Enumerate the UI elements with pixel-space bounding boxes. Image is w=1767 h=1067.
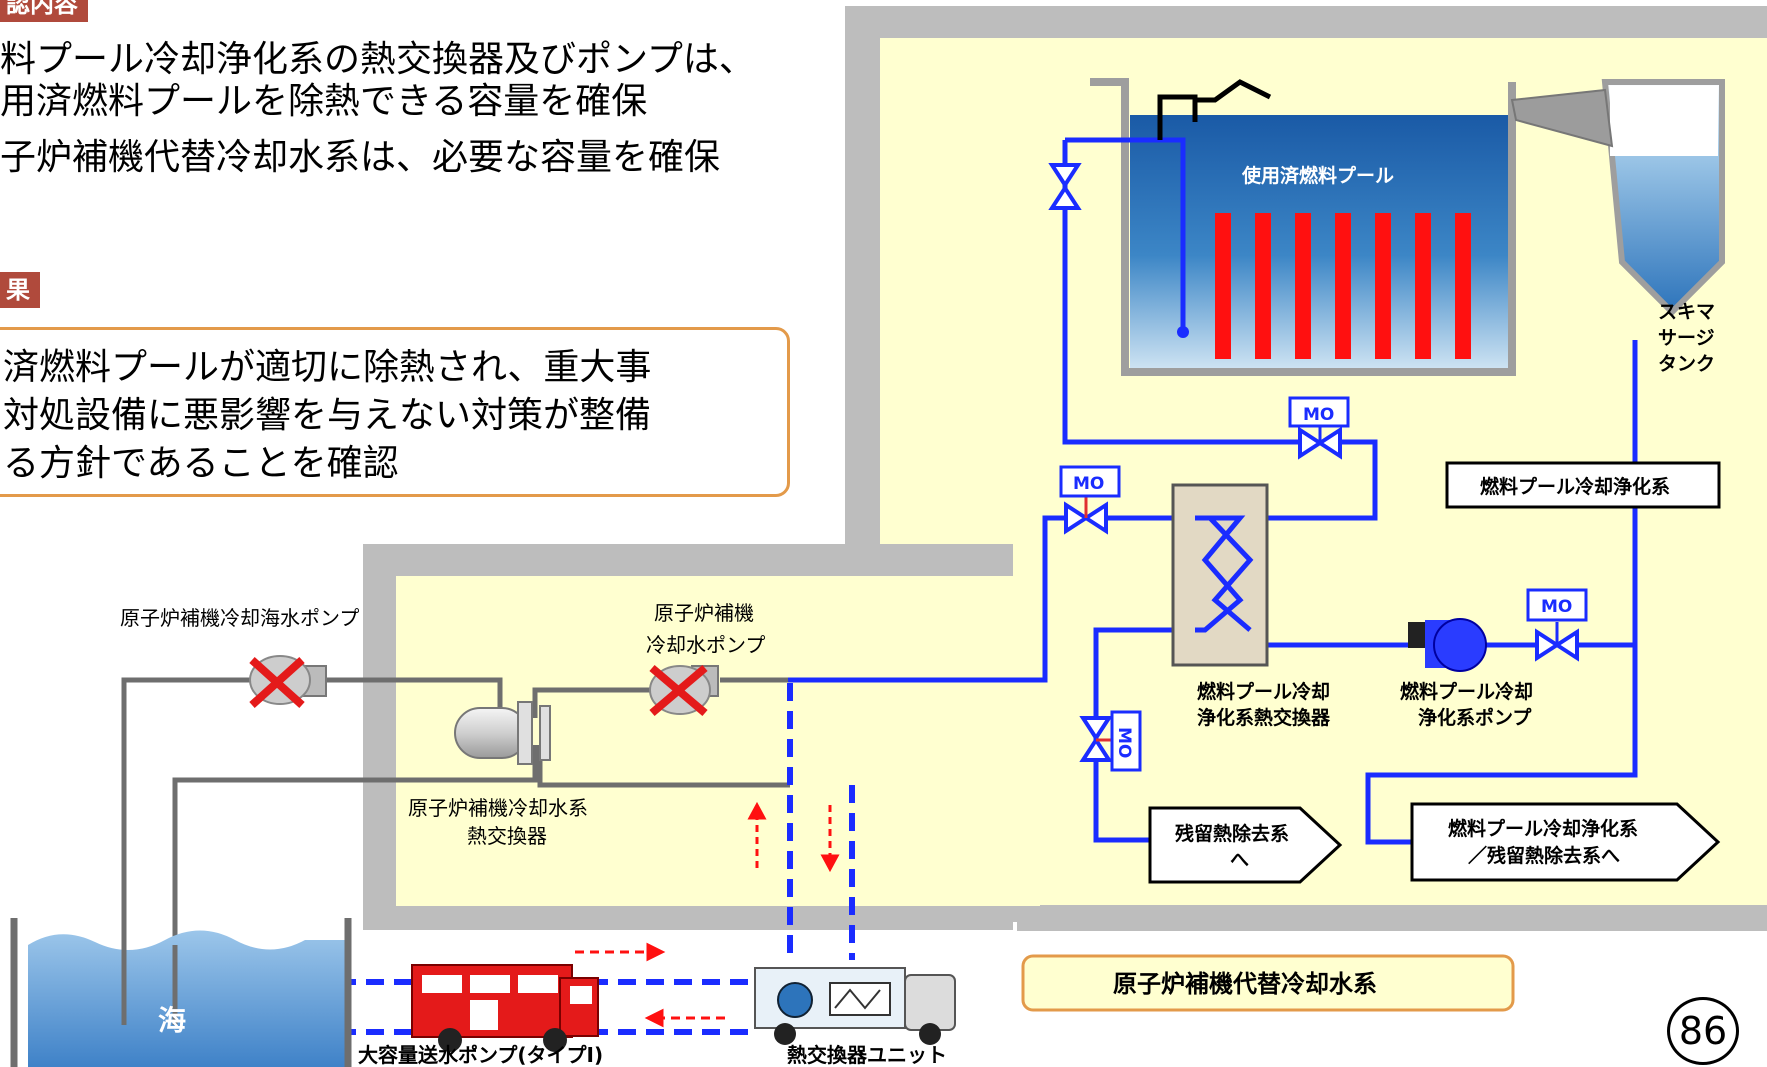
mo-valve-pump-discharge: MO — [1526, 588, 1588, 662]
fpc-hx-label-2: 浄化系熱交換器 — [1197, 706, 1331, 729]
fpc-rhr-outflow-arrow: 燃料プール冷却浄化系 ／残留熱除去系へ — [1410, 802, 1721, 882]
result-tag: 果 — [0, 272, 40, 308]
fpc-heat-exchanger — [1171, 483, 1269, 667]
bullet-line-3: 子炉補機代替冷却水系は、必要な容量を確保 — [0, 137, 721, 178]
alt-cooling-box — [1021, 954, 1515, 1012]
rhr-arrow-label-2: へ — [1230, 849, 1249, 871]
skimmer-label-3: タンク — [1658, 353, 1715, 375]
fuel-rod — [1295, 213, 1311, 359]
sea: 海 — [10, 918, 352, 1067]
skimmer-label-2: サージ — [1658, 327, 1715, 349]
fpc-hx-label-1: 燃料プール冷却 — [1197, 680, 1330, 703]
mo-label: MO — [1541, 597, 1572, 617]
fuel-rod — [1415, 213, 1431, 359]
fpc-system-label: 燃料プール冷却浄化系 — [1480, 475, 1670, 498]
fpc-pump — [1408, 618, 1487, 672]
seawater-pump-disabled — [249, 655, 327, 708]
result-box: 済燃料プールが適切に除熱され、重大事 対処設備に悪影響を与えない対策が整備 る方… — [0, 327, 790, 497]
sea-label: 海 — [158, 1004, 186, 1037]
rhr-arrow-label-1: 残留熱除去系 — [1175, 822, 1289, 845]
mo-valve-rhr: MO — [1079, 710, 1142, 772]
page-number: 86 — [1667, 997, 1739, 1065]
flow-direction-arrows — [575, 801, 840, 1028]
fpc-pump-label-2: 浄化系ポンプ — [1418, 706, 1532, 729]
ccw-hx-label-1: 原子炉補機冷却水系 — [408, 796, 588, 820]
fpc-pump-label-1: 燃料プール冷却 — [1400, 680, 1533, 703]
mo-valve-hx-inlet: MO — [1059, 465, 1121, 535]
manual-valve-pool — [1048, 163, 1082, 210]
fuel-rod — [1455, 213, 1471, 359]
fpc-system-box — [1445, 461, 1721, 509]
ccw-hx-label-2: 熱交換器 — [467, 824, 547, 848]
fuel-rod — [1375, 213, 1391, 359]
mo-label: MO — [1303, 405, 1334, 425]
skimmer-surge-tank: スキマ サージ タンク — [1510, 79, 1725, 375]
mo-valve-bypass: MO — [1288, 396, 1350, 460]
fuel-rod — [1255, 213, 1271, 359]
pump-truck — [411, 964, 599, 1052]
ccw-heat-exchanger — [454, 701, 551, 765]
spent-fuel-pool: 使用済燃料プール — [1065, 78, 1516, 376]
pump-truck-label: 大容量送水ポンプ(タイプⅠ) — [358, 1043, 603, 1067]
result-line-2: 対処設備に悪影響を与えない対策が整備 — [3, 395, 652, 436]
bullet-line-2: 用済燃料プールを除熱できる容量を確保 — [0, 81, 648, 122]
ccw-pump-disabled — [649, 664, 719, 717]
hx-unit-label: 熱交換器ユニット — [787, 1043, 947, 1067]
ccw-pump-label-1: 原子炉補機 — [654, 601, 754, 625]
pool-label: 使用済燃料プール — [1241, 164, 1394, 187]
bullet-line-1: 料プール冷却浄化系の熱交換器及びポンプは、 — [0, 39, 755, 80]
ccw-pump-label-2: 冷却水ポンプ — [646, 633, 765, 657]
fuel-rod — [1335, 213, 1351, 359]
result-line-1: 済燃料プールが適切に除熱され、重大事 — [3, 347, 652, 388]
skimmer-label-1: スキマ — [1658, 301, 1715, 323]
confirmation-content-tag: 認内容 — [0, 0, 88, 22]
fpc-rhr-arrow-label-2: ／残留熱除去系へ — [1468, 844, 1620, 867]
mo-label: MO — [1073, 474, 1104, 494]
heat-exchanger-unit-truck — [754, 967, 956, 1045]
fuel-rod — [1215, 213, 1231, 359]
seawater-pump-label: 原子炉補機冷却海水ポンプ — [120, 606, 359, 630]
rhr-outflow-arrow: 残留熱除去系 へ — [1148, 806, 1343, 884]
fpc-rhr-arrow-label-1: 燃料プール冷却浄化系 — [1448, 817, 1638, 840]
mo-label: MO — [1114, 727, 1134, 758]
result-line-3: る方針であることを確認 — [3, 443, 399, 484]
alt-cooling-label: 原子炉補機代替冷却水系 — [1113, 970, 1377, 998]
